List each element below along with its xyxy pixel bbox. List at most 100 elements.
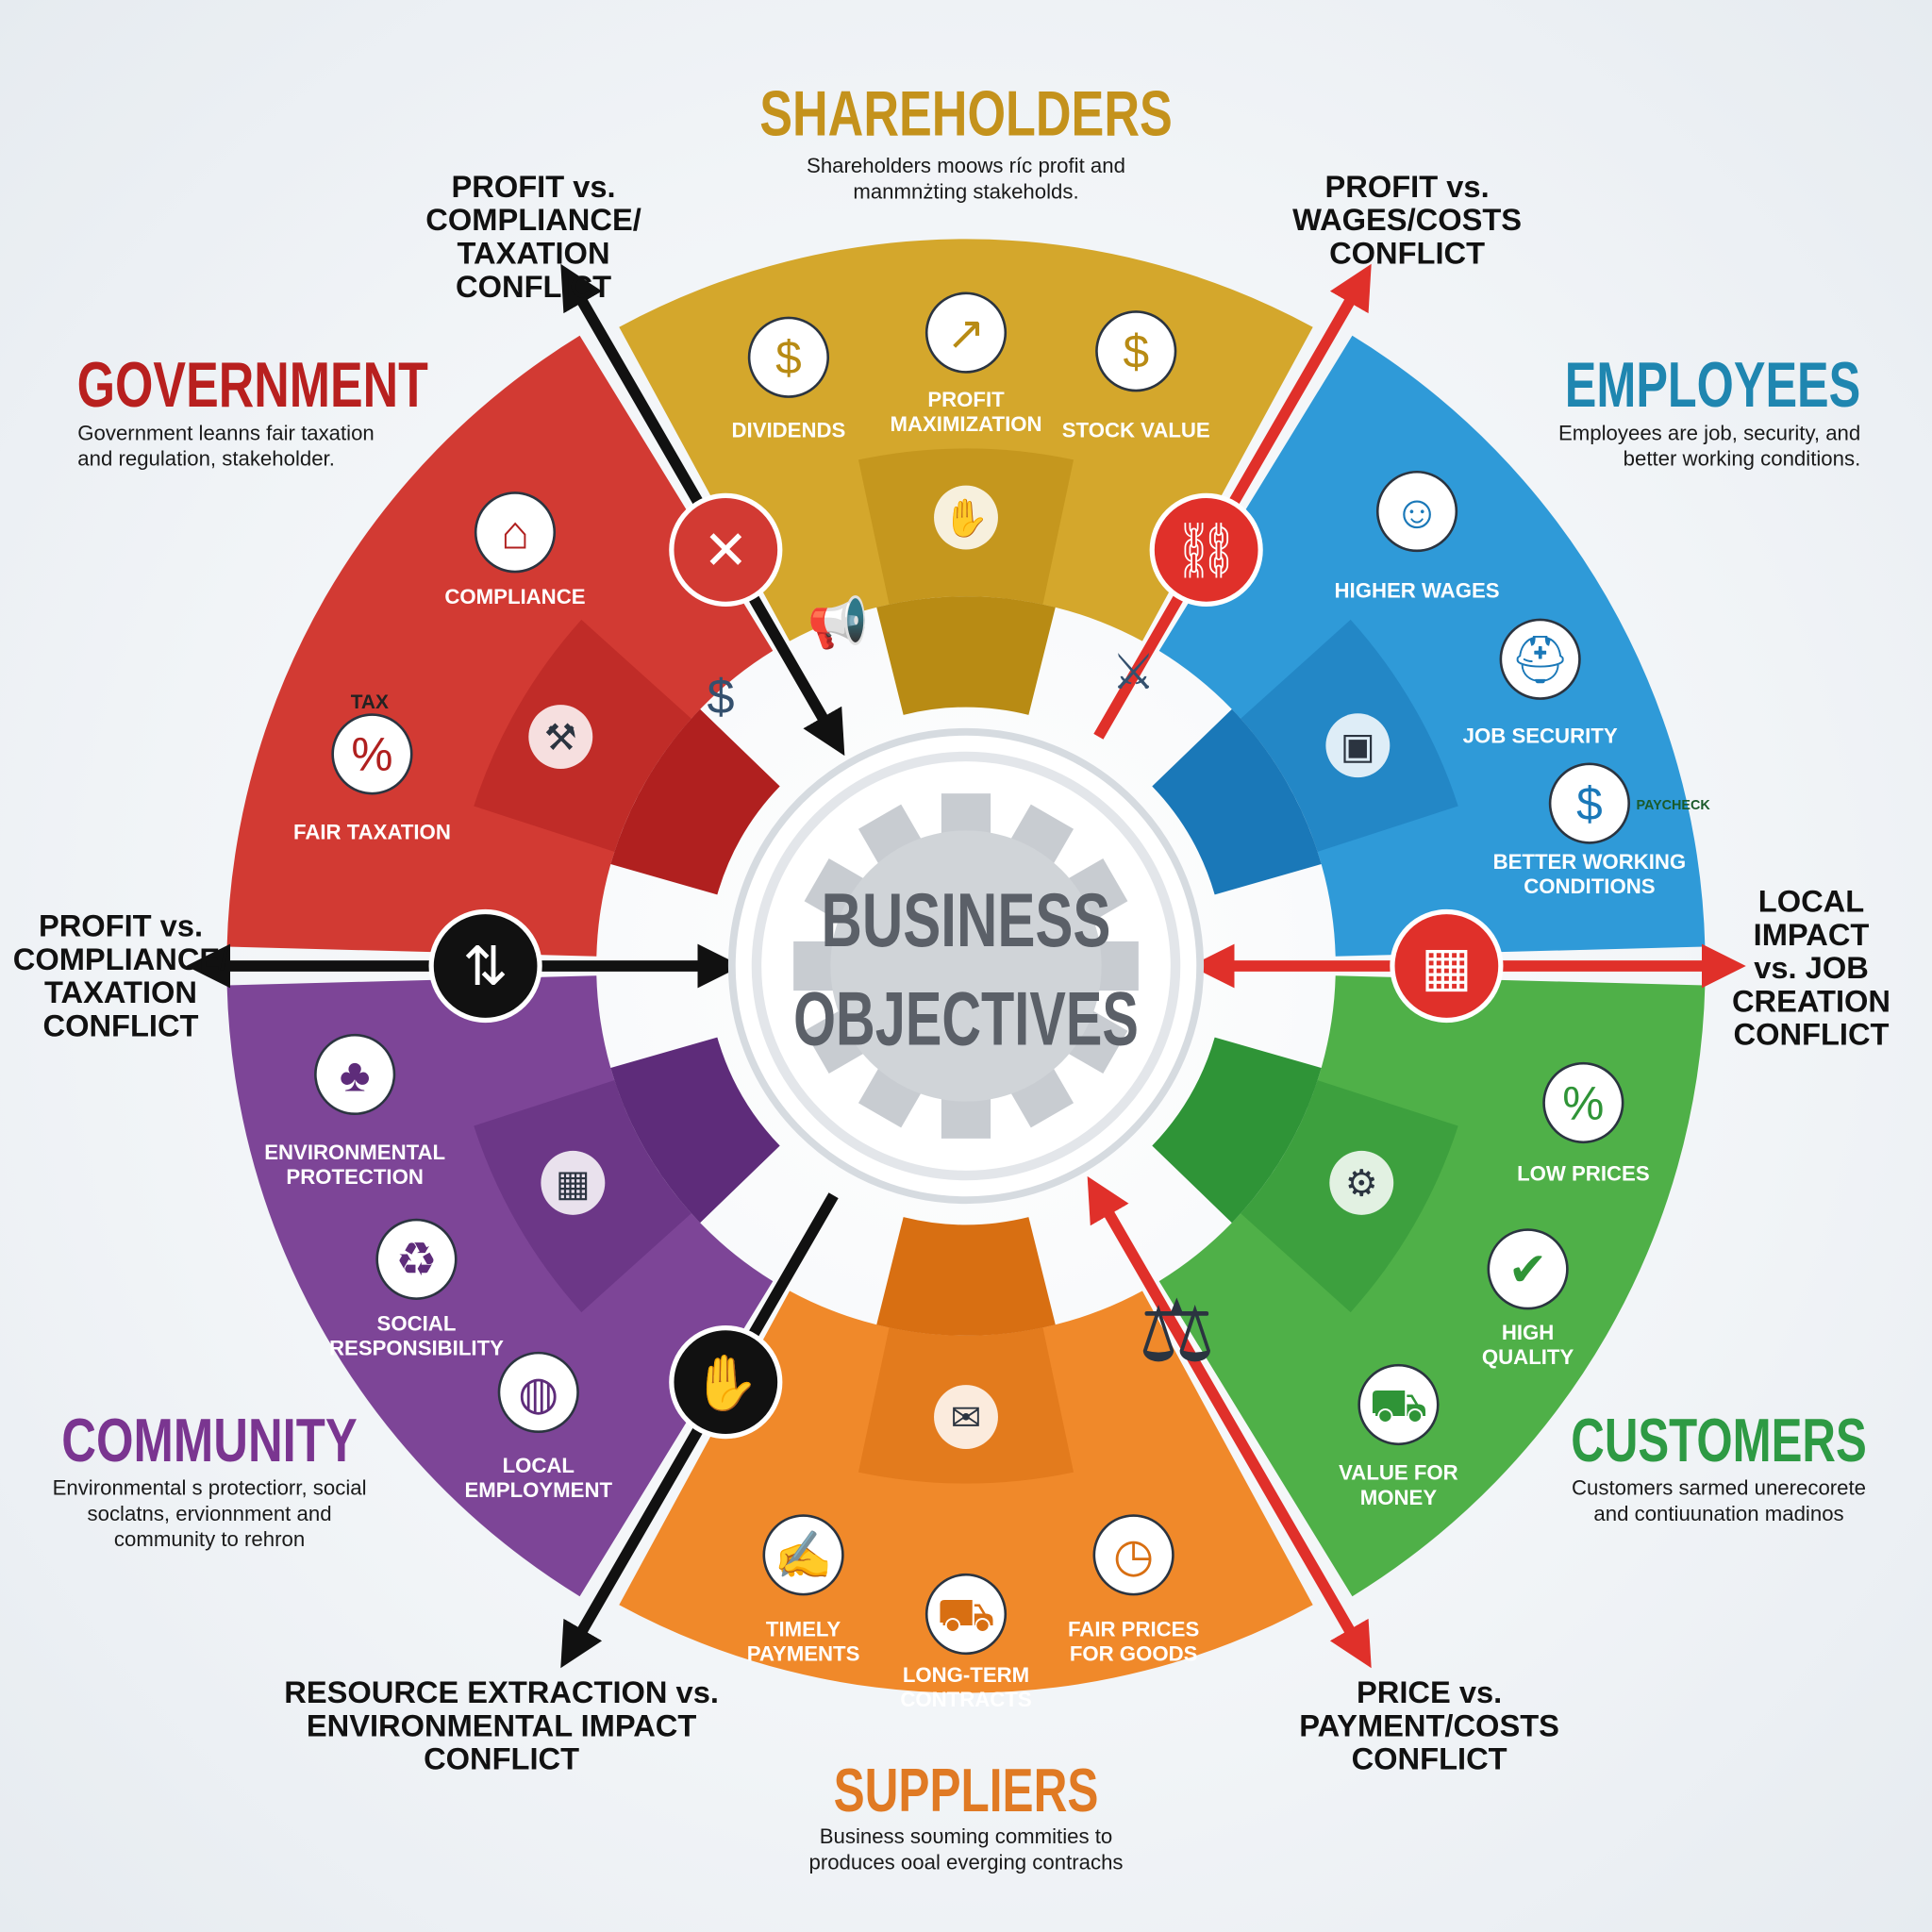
conflict-label-line: vs. JOB — [1754, 950, 1869, 985]
shopping-cart-icon-glyph: ⛟ — [1369, 1378, 1427, 1431]
item-label: MONEY — [1360, 1486, 1438, 1509]
item-label: MAXIMIZATION — [890, 412, 1041, 436]
stakeholder-description: manmnżting stakeholds. — [853, 179, 1078, 203]
item-higher-wages[interactable]: ☺ HIGHER WAGES — [1335, 470, 1500, 602]
item-compliance[interactable]: ⌂COMPLIANCE — [444, 491, 586, 608]
item-low-prices[interactable]: %LOW PRICES — [1517, 1061, 1650, 1185]
broken-chain-icon: ⛓ — [1149, 492, 1263, 607]
item-stock-value[interactable]: $STOCK VALUE — [1062, 310, 1210, 442]
tax-text: TAX — [351, 691, 389, 713]
broken-handshake-icon-glyph: ✋ — [692, 1351, 760, 1413]
conflict-label-line: PROFIT vs. — [451, 169, 615, 204]
item-label: FAIR TAXATION — [293, 820, 451, 843]
factory-icon: ▦ — [541, 1150, 606, 1215]
conflict-arrow-5: ✋ — [560, 1192, 839, 1669]
person-money-icon: $ — [708, 670, 735, 724]
conflict-label-line: IMPACT — [1754, 917, 1870, 952]
stakeholder-description: soclatns, ervionnment and — [88, 1502, 332, 1525]
prohibited-icon-glyph: ✕ — [703, 521, 748, 581]
money-bag-icon-glyph: $ — [1123, 325, 1149, 378]
stakeholder-title: COMMUNITY — [61, 1406, 357, 1474]
tree-icon: ♣ — [314, 1033, 396, 1116]
coins-icon-glyph: $ — [775, 331, 802, 384]
quality-badge-icon: ⚙ — [1329, 1150, 1394, 1215]
conflict-label-line: CONFLICT — [424, 1741, 579, 1776]
item-label: CONDITIONS — [1524, 874, 1655, 898]
calendar-clock-icon: ◷ — [1092, 1514, 1174, 1596]
item-label: HIGHER WAGES — [1335, 578, 1500, 602]
items-government: ⌂COMPLIANCE %FAIR TAXATION ⚒ — [293, 491, 593, 844]
handshake-people-icon-glyph: ☺ — [1393, 485, 1441, 538]
quality-badge-icon-glyph: ⚙ — [1345, 1164, 1378, 1205]
conflict-label-line: CONFLICT — [43, 1008, 199, 1042]
stakeholder-title: SUPPLIERS — [834, 1756, 1099, 1824]
factory-pollution-icon-glyph: ▦ — [1421, 937, 1472, 997]
stakeholder-description: Government leanns fair taxation — [77, 421, 375, 444]
person-money-icon-glyph: $ — [708, 670, 735, 724]
gavel-icon: ⚒ — [528, 705, 593, 770]
stakeholder-description: Shareholders moows ríc profit and — [807, 154, 1125, 177]
stakeholder-title: GOVERNMENT — [77, 350, 428, 421]
conflict-label-line: WAGES/COSTS — [1292, 202, 1522, 237]
globe-hands-icon: ◍ — [497, 1351, 579, 1434]
item-label: LONG-TERM — [903, 1663, 1029, 1687]
item-label: FAIR PRICES — [1068, 1618, 1199, 1641]
conflict-label-line: RESOURCE EXTRACTION vs. — [284, 1674, 719, 1709]
stakeholder-title: EMPLOYEES — [1565, 350, 1860, 421]
factory-pollution-icon: ▦ — [1390, 908, 1504, 1024]
hand-money-icon: ✋ — [934, 485, 998, 550]
stakeholder-description: Employees are job, security, and — [1558, 421, 1860, 444]
center-title-line: OBJECTIVES — [793, 977, 1139, 1062]
item-label: FOR GOODS — [1070, 1642, 1198, 1666]
tree-icon-glyph: ♣ — [340, 1048, 371, 1101]
item-dividends[interactable]: $ DIVIDENDS — [732, 316, 846, 442]
handshake-people-icon: ☺ — [1375, 470, 1458, 553]
globe-hands-icon-glyph: ◍ — [518, 1366, 558, 1419]
thumbs-up-icon-glyph: ✔ — [1508, 1243, 1548, 1296]
item-label: ENVIRONMENTAL — [264, 1141, 445, 1164]
item-fair-taxation[interactable]: %FAIR TAXATION — [293, 713, 451, 844]
recycle-icon: ♻ — [375, 1218, 458, 1300]
hand-money-icon-glyph: ✋ — [943, 496, 990, 539]
conflict-arrow-6: ⇅ — [186, 908, 742, 1024]
stakeholder-description: better working conditions. — [1624, 447, 1861, 471]
item-label: HIGH — [1502, 1321, 1554, 1344]
prohibited-icon: ✕ — [669, 492, 783, 607]
contract-shield-icon: ✉ — [934, 1385, 998, 1449]
conflict-label-line: CREATION — [1732, 983, 1890, 1018]
conflict-label-line: PRICE vs. — [1357, 1674, 1502, 1709]
item-label: PROTECTION — [286, 1165, 423, 1189]
item-label: DIVIDENDS — [732, 419, 846, 442]
money-bag-icon: $ — [1095, 310, 1177, 392]
handshake-document-icon-glyph: ✍ — [774, 1529, 833, 1582]
item-job-security[interactable]: ⛑JOB SECURITY — [1463, 618, 1618, 748]
megaphone-person-icon-glyph: 📢 — [808, 594, 869, 653]
conflict-label-line: PAYMENT/COSTS — [1299, 1707, 1559, 1742]
item-label: QUALITY — [1482, 1345, 1574, 1369]
broken-chain-icon-glyph: ⛓ — [1172, 521, 1241, 581]
handshake-document-icon: ✍ — [762, 1514, 844, 1596]
government-building-icon-glyph: ⌂ — [501, 507, 529, 559]
recycle-icon-glyph: ♻ — [395, 1233, 438, 1286]
